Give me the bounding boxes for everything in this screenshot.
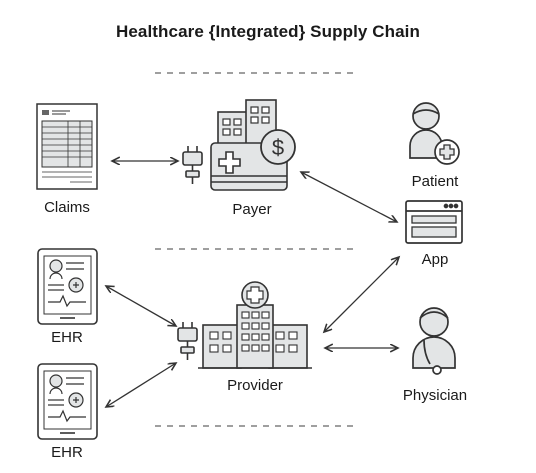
physician-icon <box>412 307 456 375</box>
ehr-tablet-icon <box>37 248 98 325</box>
plug-icon <box>177 322 198 360</box>
claims-document-icon <box>36 103 98 190</box>
provider-label: Provider <box>227 377 283 394</box>
ehr-tablet-icon <box>37 363 98 440</box>
provider-hospital-icon <box>198 281 312 369</box>
physician-label: Physician <box>402 387 468 404</box>
patient-icon <box>409 102 460 165</box>
payer-label: Payer <box>232 201 272 218</box>
plug-icon <box>182 146 203 184</box>
app-window-icon <box>405 200 463 244</box>
patient-label: Patient <box>411 173 459 190</box>
ehr-label-bottom: EHR <box>51 444 83 461</box>
app-label: App <box>421 251 449 268</box>
ehr-label-top: EHR <box>51 329 83 346</box>
dollar-coin-icon: $ <box>260 129 296 165</box>
claims-label: Claims <box>44 199 90 216</box>
svg-text:$: $ <box>272 135 284 160</box>
diagram-title: Healthcare {Integrated} Supply Chain <box>115 22 420 41</box>
connector-arrows <box>106 161 399 407</box>
